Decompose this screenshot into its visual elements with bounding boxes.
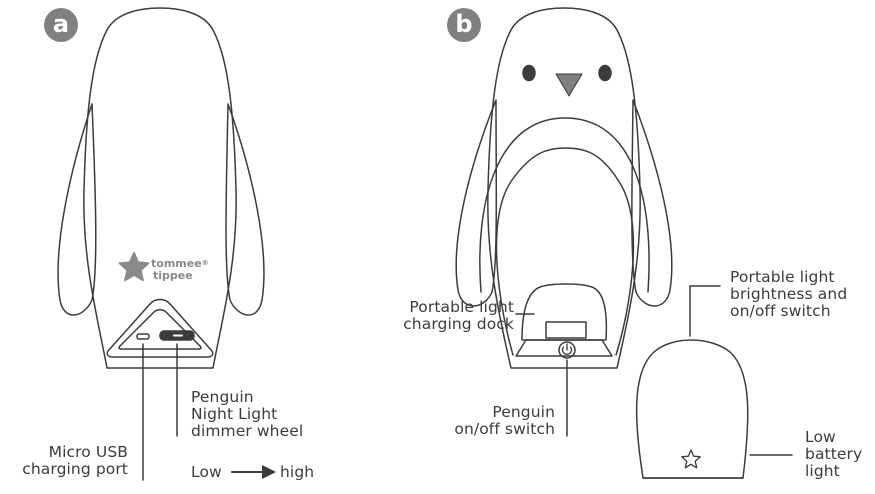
charging-dock [521,283,608,341]
portable-light-body [635,339,749,479]
penguin-body-front [487,7,641,369]
low-label: Low [191,463,222,481]
battery-star-icon [681,449,701,469]
belly [479,117,650,293]
registered-mark: ® [201,259,209,267]
brightness-switch-label: Portable light brightness and on/off swi… [730,268,848,320]
charging-dock-label: Portable light charging dock [403,298,514,333]
left-flipper [57,103,97,316]
on-off-button [558,341,576,359]
control-panel-outer [106,298,214,358]
micro-usb-port [136,333,150,340]
high-label: high [280,463,315,481]
portable-light [635,285,793,479]
logo-star-icon [118,252,150,282]
beak [555,73,583,97]
right-flipper [225,103,265,316]
badge-a-circle [44,8,78,42]
control-panel-inner [118,309,202,350]
dock-connector [545,321,587,339]
panel-a-badge: a [52,10,70,38]
left-eye [522,64,536,82]
low-battery-label: Low battery light [805,428,863,480]
panel-b-badge: b [455,10,473,38]
brand-line-2: tippee [153,269,193,282]
penguin-front-view [455,7,673,437]
badge-b-circle [447,8,481,42]
penguin-body-back [83,7,237,369]
brand-line-1: tommee® [151,257,209,270]
left-flipper-front [455,99,498,307]
dock-recess [495,147,635,356]
micro-usb-label: Micro USB charging port [22,443,128,478]
dimmer-wheel-label: Penguin Night Light dimmer wheel [191,388,304,440]
right-eye [598,64,612,82]
penguin-back-view [57,7,265,481]
on-off-switch-label: Penguin on/off switch [454,403,555,438]
right-flipper-front [631,99,673,307]
